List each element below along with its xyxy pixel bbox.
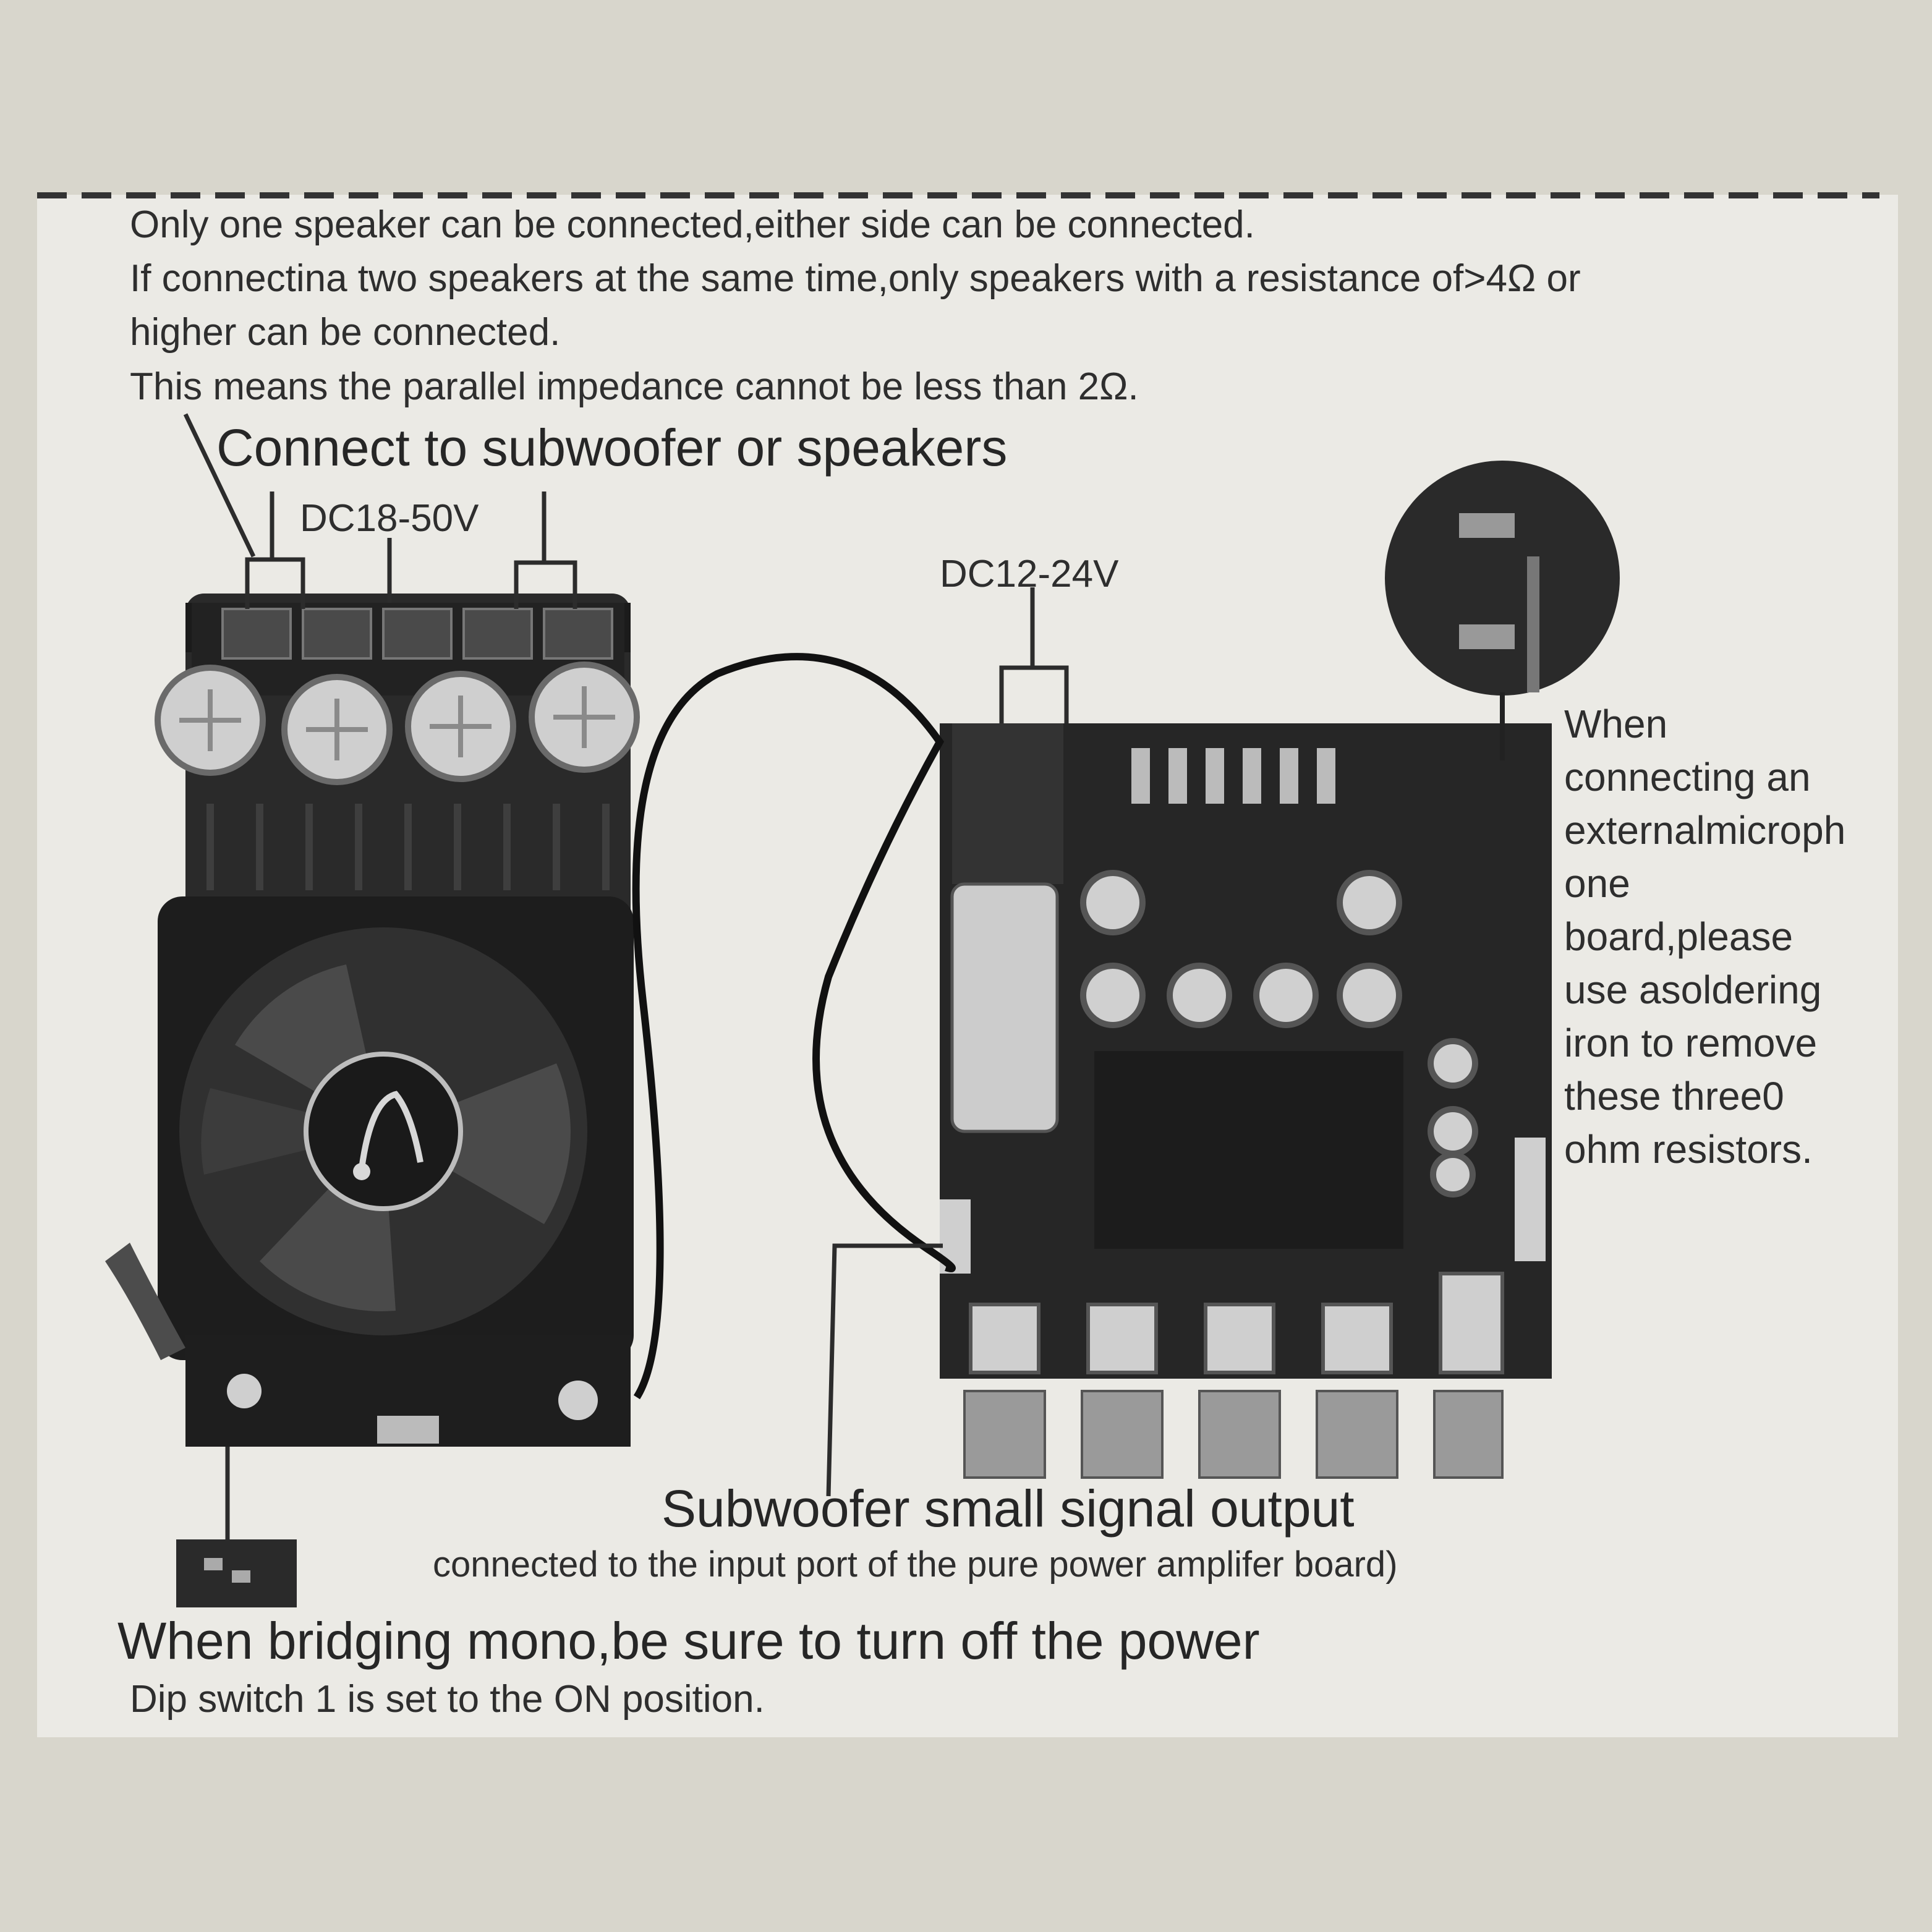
note-line-1: Only one speaker can be connected,either… bbox=[130, 203, 1255, 246]
mic-connector bbox=[1515, 1138, 1546, 1261]
mic-note-line: ohm resistors. bbox=[1564, 1127, 1813, 1172]
note-line-4: This means the parallel impedance cannot… bbox=[130, 365, 1139, 408]
note-line-2: If connectina two speakers at the same t… bbox=[130, 257, 1581, 300]
speaker-terminals bbox=[221, 608, 613, 660]
bridge-warning: When bridging mono,be sure to turn off t… bbox=[117, 1612, 1260, 1670]
resistor-zoom-inset bbox=[1385, 461, 1620, 760]
mic-note-line: board,please bbox=[1564, 914, 1794, 959]
dip-switch-inset bbox=[176, 1539, 297, 1607]
mic-note-line: use asoldering bbox=[1564, 968, 1822, 1012]
callout-lines bbox=[183, 413, 1069, 1539]
mic-note-line: one bbox=[1564, 861, 1630, 906]
speaker-connect-label: Connect to subwoofer or speakers bbox=[216, 419, 1008, 477]
mic-note: When connecting an externalmicroph one b… bbox=[1564, 697, 1910, 1176]
cooling-fan bbox=[158, 896, 634, 1360]
sub-output-label: Subwoofer small signal output bbox=[662, 1479, 1355, 1538]
mic-note-line: externalmicroph bbox=[1564, 808, 1846, 853]
sub-output-detail: connected to the input port of the pure … bbox=[433, 1544, 1398, 1585]
dsp-chip bbox=[1094, 1051, 1403, 1249]
power-main-label: DC18-50V bbox=[300, 497, 479, 540]
mic-note-line: iron to remove bbox=[1564, 1021, 1818, 1065]
power-preamp-label: DC12-24V bbox=[940, 553, 1119, 595]
mic-note-line: When bbox=[1564, 702, 1668, 746]
dc-jack bbox=[952, 723, 1063, 884]
fan-logo-icon bbox=[304, 1052, 463, 1211]
signal-input-connector bbox=[377, 1416, 439, 1444]
dip-switch-note: Dip switch 1 is set to the ON position. bbox=[130, 1678, 765, 1721]
connection-cable bbox=[632, 653, 956, 1400]
power-amp-board bbox=[105, 594, 640, 1447]
mic-note-line: these three0 bbox=[1564, 1074, 1784, 1118]
preamp-board bbox=[940, 723, 1552, 1479]
mic-note-line: connecting an bbox=[1564, 755, 1811, 799]
note-line-3: higher can be connected. bbox=[130, 311, 561, 354]
